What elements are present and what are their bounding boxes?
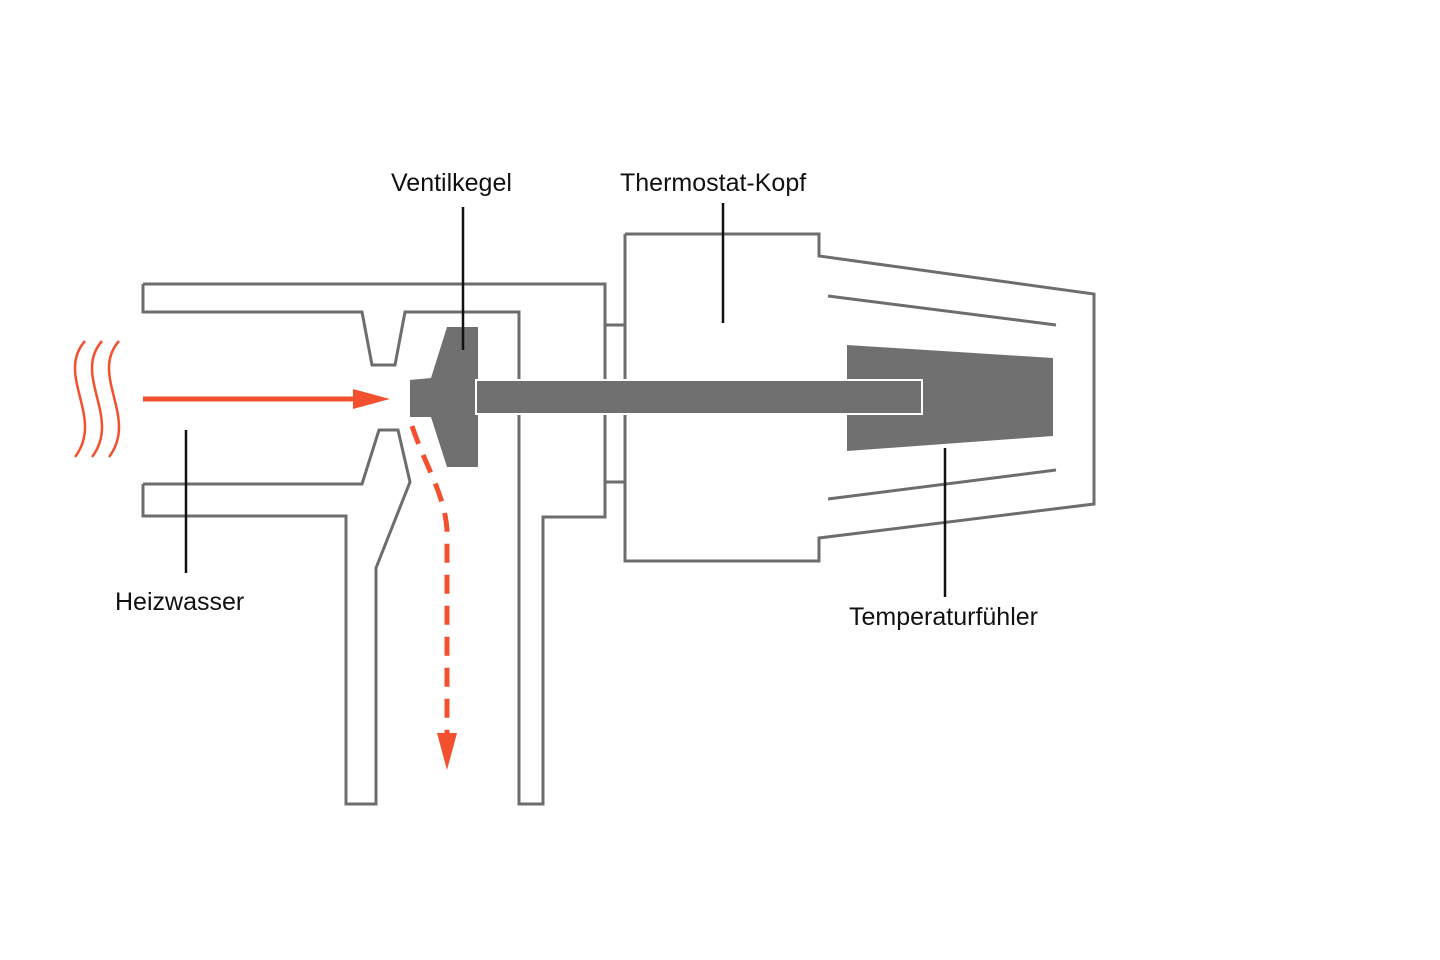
valve-cone-body [410, 327, 478, 467]
thermostat-head-inner-line-bottom [827, 468, 1057, 501]
thermostat-head [623, 232, 1096, 563]
thermostat-head-inner-line-top [827, 294, 1057, 327]
valve-body [141, 282, 625, 806]
label-heizwasser: Heizwasser [115, 588, 244, 616]
inflow-arrow [143, 389, 390, 409]
label-thermostat-kopf: Thermostat-Kopf [620, 169, 806, 197]
heat-waves-icon [73, 340, 121, 458]
temperature-sensor [847, 345, 1053, 451]
valve-body-outer-bottom [141, 428, 412, 806]
outflow-arrow [409, 425, 457, 770]
valve-cone [410, 327, 923, 467]
valve-body-outer-top [141, 282, 607, 806]
label-ventilkegel: Ventilkegel [391, 169, 512, 197]
valve-stem [475, 379, 923, 415]
label-temperaturfuehler: Temperaturfühler [849, 603, 1038, 631]
thermostat-head-outline [623, 232, 1096, 563]
